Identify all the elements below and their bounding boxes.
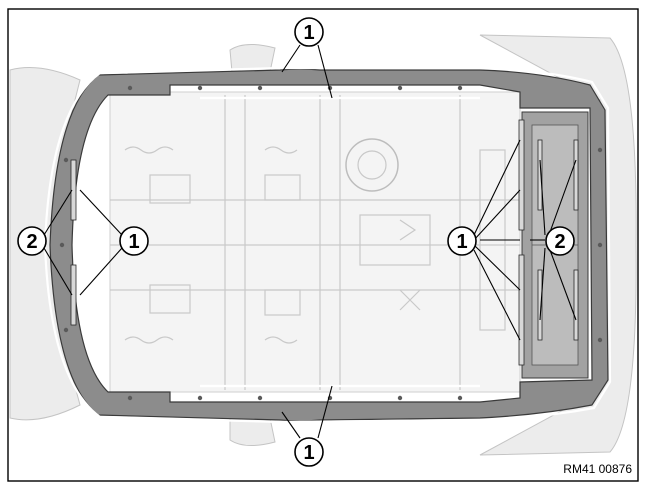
callout-label: 1 <box>303 22 314 44</box>
bond-strips <box>70 119 579 366</box>
callout-1-bottom: 1 <box>294 437 324 467</box>
ghost-wheel-arch-bottom-left <box>229 417 276 446</box>
callout-label: 2 <box>554 231 565 253</box>
bond-strip-left-upper <box>70 159 77 221</box>
callout-label: 2 <box>26 231 37 253</box>
bond-strip-right-2 <box>518 254 525 366</box>
ghost-spare-wheel-well <box>345 138 399 192</box>
roof-frame-ring <box>49 68 609 422</box>
bond-strip-rear-2 <box>537 269 543 341</box>
bond-strip-rear-1 <box>537 139 543 211</box>
callout-2-right: 2 <box>545 226 575 256</box>
reference-code: RM41 00876 <box>563 462 632 476</box>
callout-2-left: 2 <box>17 226 47 256</box>
bond-strip-rear-3 <box>573 139 579 211</box>
bond-seam-outer <box>43 66 612 424</box>
callout-1-left: 1 <box>119 226 149 256</box>
bond-strip-left-lower <box>70 264 77 326</box>
callout-label: 1 <box>128 231 139 253</box>
callout-1-top: 1 <box>294 17 324 47</box>
bond-strip-rear-4 <box>573 269 579 341</box>
bond-strip-right-1 <box>518 119 525 231</box>
callout-label: 1 <box>303 442 314 464</box>
callout-1-right: 1 <box>447 226 477 256</box>
callout-label: 1 <box>456 231 467 253</box>
leader-lines <box>43 44 577 439</box>
